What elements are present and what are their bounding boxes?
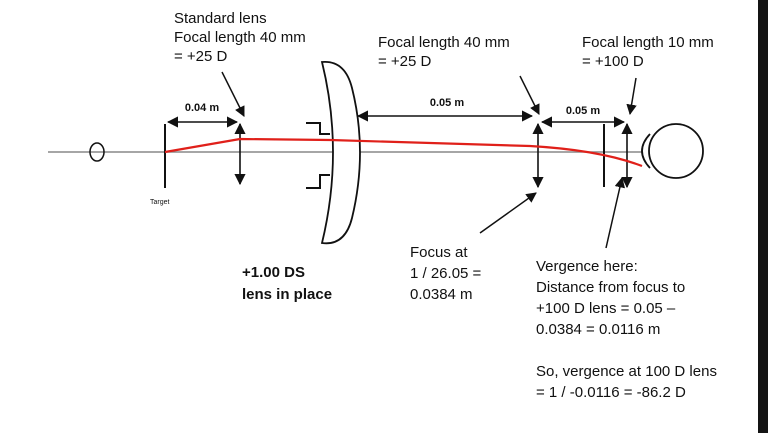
callout-arrow-focus — [479, 192, 537, 234]
callout-arrow-standard-lens — [221, 71, 245, 117]
dimension-label-0-05-b: 0.05 m — [566, 105, 600, 117]
eye-cornea — [641, 133, 651, 169]
callout-arrow-eye-lens — [626, 77, 637, 116]
vergence-label: Vergence here: Distance from focus to +1… — [536, 258, 717, 401]
ds-lens-label: +1.00 DS lens in place — [242, 264, 333, 303]
target-label: Target — [150, 199, 170, 206]
video-edge-bar — [758, 0, 768, 433]
focus-label: Focus at 1 / 26.05 = 0.0384 m — [410, 244, 482, 303]
dimension-label-0-05-a: 0.05 m — [430, 97, 464, 109]
dimension-label-0-04: 0.04 m — [185, 102, 219, 114]
callout-arrow-middle-lens — [519, 75, 540, 115]
standard-lens-label: Standard lens Focal length 40 mm = +25 D — [174, 10, 306, 65]
middle-lens-label: Focal length 40 mm = +25 D — [378, 34, 510, 70]
ray-path — [164, 137, 643, 168]
eye-lens-label: Focal length 10 mm = +100 D — [582, 34, 714, 70]
lens-holder-top — [306, 122, 330, 135]
lens-holder-bottom — [306, 174, 330, 189]
pupil-circle — [89, 142, 105, 162]
callout-arrow-vergence — [605, 176, 626, 249]
eye-globe — [648, 123, 704, 179]
ds-meniscus-lens — [320, 61, 361, 245]
